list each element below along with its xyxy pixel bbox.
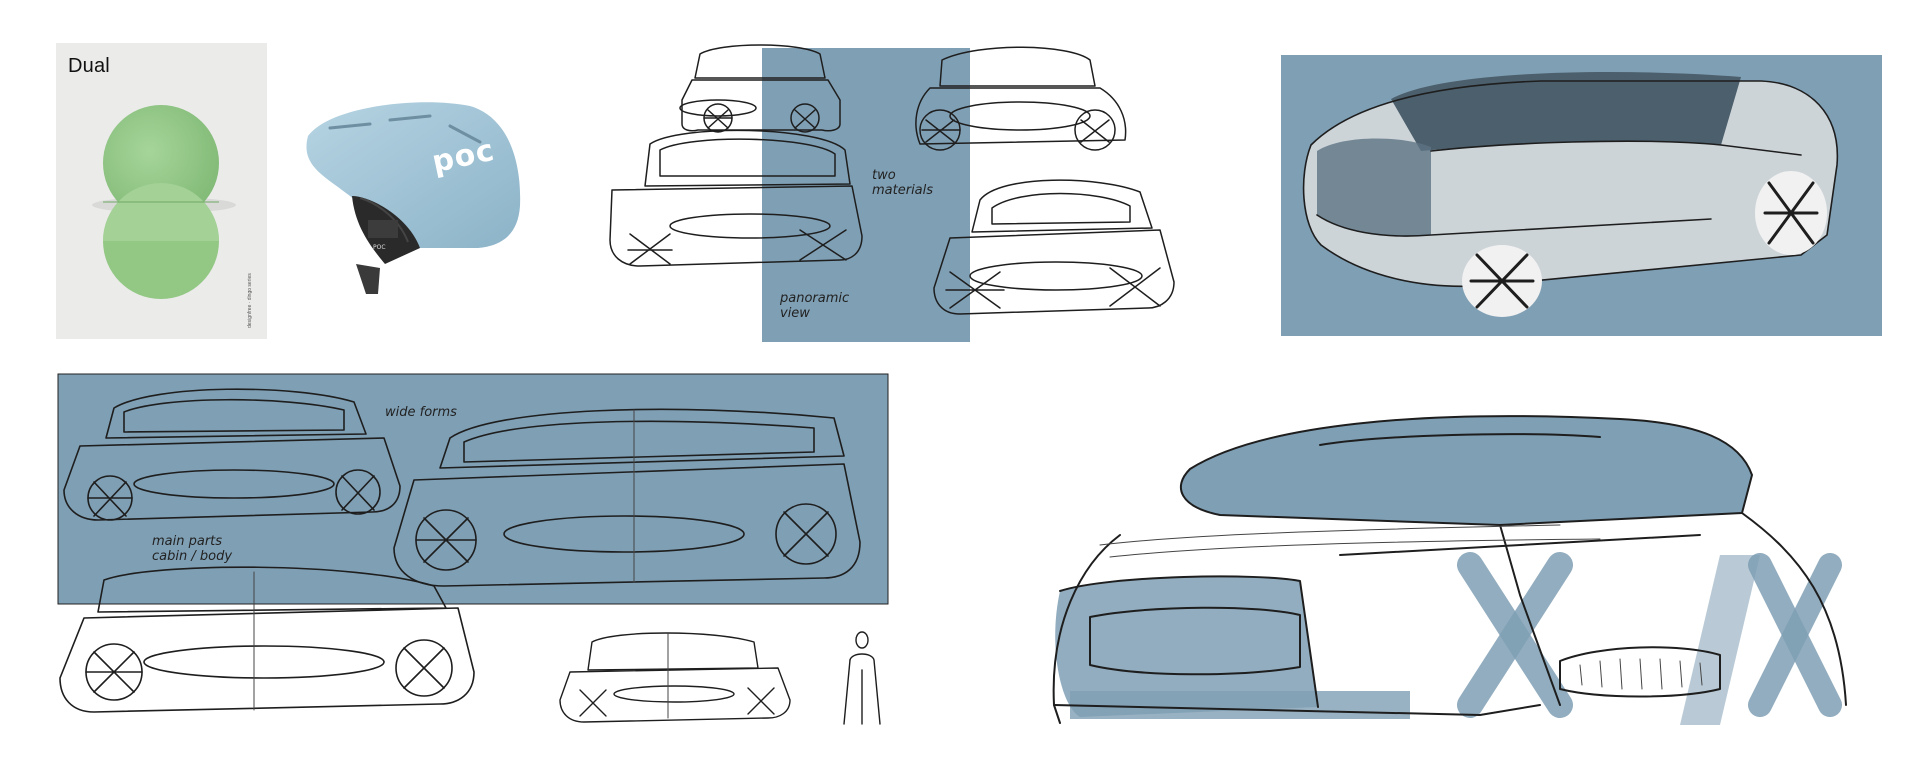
sketch-cluster-top: [609, 44, 1175, 342]
poster-title: Dual: [68, 55, 110, 77]
sketch-wide-car-side: [393, 408, 861, 587]
human-figure-icon: [843, 631, 881, 725]
annotation-two-materials: two materials: [872, 168, 934, 198]
sketch-car-three-quarter: [915, 46, 1127, 151]
blue-backing-panel: [762, 48, 970, 342]
poster-credit: designfree · dingo series: [247, 273, 253, 328]
annotation-panoramic-view: panoramic view: [780, 291, 850, 321]
blue-backing-panel-bottom: [57, 373, 889, 605]
sketch-small-car-front: [679, 44, 841, 133]
sketch-stacked-car-left: [609, 129, 863, 267]
overlapping-circles-graphic: [92, 105, 236, 299]
hero-ink-lines: [1052, 415, 1847, 724]
sketch-car-panoramic: [933, 179, 1175, 315]
helmet-small-mark: POC: [373, 244, 386, 251]
rendered-sketch-top-right: [1281, 55, 1882, 336]
helmet-image: [306, 102, 521, 294]
hero-sketch-bottom-right: [1052, 415, 1847, 725]
hero-wheel-x-left: [1457, 552, 1573, 718]
inspiration-poster: Dual designfree · dingo series: [56, 43, 267, 339]
sketch-sheet-bottom-left: [57, 373, 889, 723]
annotation-main-parts: main parts cabin / body: [152, 534, 233, 564]
hero-roof-fill: [1180, 416, 1752, 525]
sketch-small-car-bottom: [559, 632, 791, 723]
annotation-wide-forms: wide forms: [385, 405, 457, 420]
hero-wheel-x-right: [1748, 553, 1842, 717]
sketch-main-parts-car: [59, 566, 475, 713]
sketch-wide-car-front: [63, 388, 401, 521]
